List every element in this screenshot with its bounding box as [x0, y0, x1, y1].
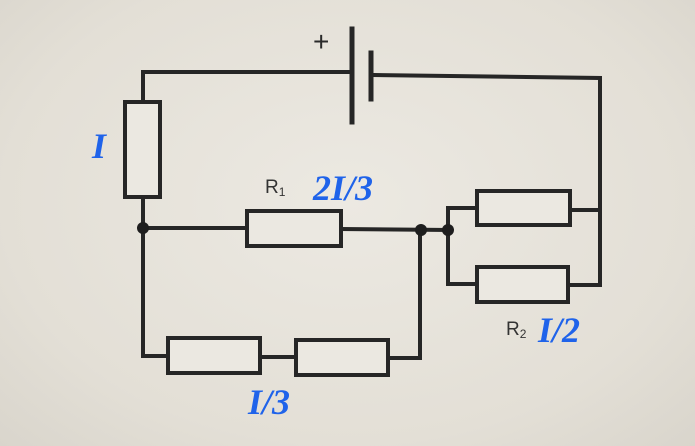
r2-label-sub: 2	[519, 327, 527, 341]
resistor-r2	[475, 265, 570, 304]
current-label-r2: I/2	[538, 310, 581, 350]
resistor-upper-parallel	[475, 189, 572, 227]
wire-lower-left	[141, 226, 170, 358]
resistor-lower-right	[294, 338, 390, 377]
r2-label: R2	[506, 320, 526, 340]
current-label-lower: I/3	[248, 382, 291, 422]
current-label-main: I	[92, 126, 107, 166]
resistor-lower-left	[166, 336, 262, 375]
wire-lower-right	[386, 228, 422, 360]
r1-label-sub: 1	[278, 185, 286, 199]
wire-top-left	[141, 70, 354, 104]
r1-label-name: R	[265, 177, 279, 198]
current-label-r1: 2I/3	[313, 168, 374, 208]
r1-label: R1	[265, 178, 285, 198]
junction-right	[442, 224, 454, 236]
resistor-main	[123, 100, 162, 199]
junction-left	[137, 222, 149, 234]
wire-r1-right	[338, 226, 451, 233]
resistor-r1	[245, 209, 343, 248]
junction-middle	[415, 224, 427, 236]
wire-top-right	[371, 72, 602, 287]
wire-r2-branch-left	[446, 206, 479, 286]
r2-label-name: R	[506, 319, 520, 340]
battery-plus-sign: +	[313, 26, 330, 57]
